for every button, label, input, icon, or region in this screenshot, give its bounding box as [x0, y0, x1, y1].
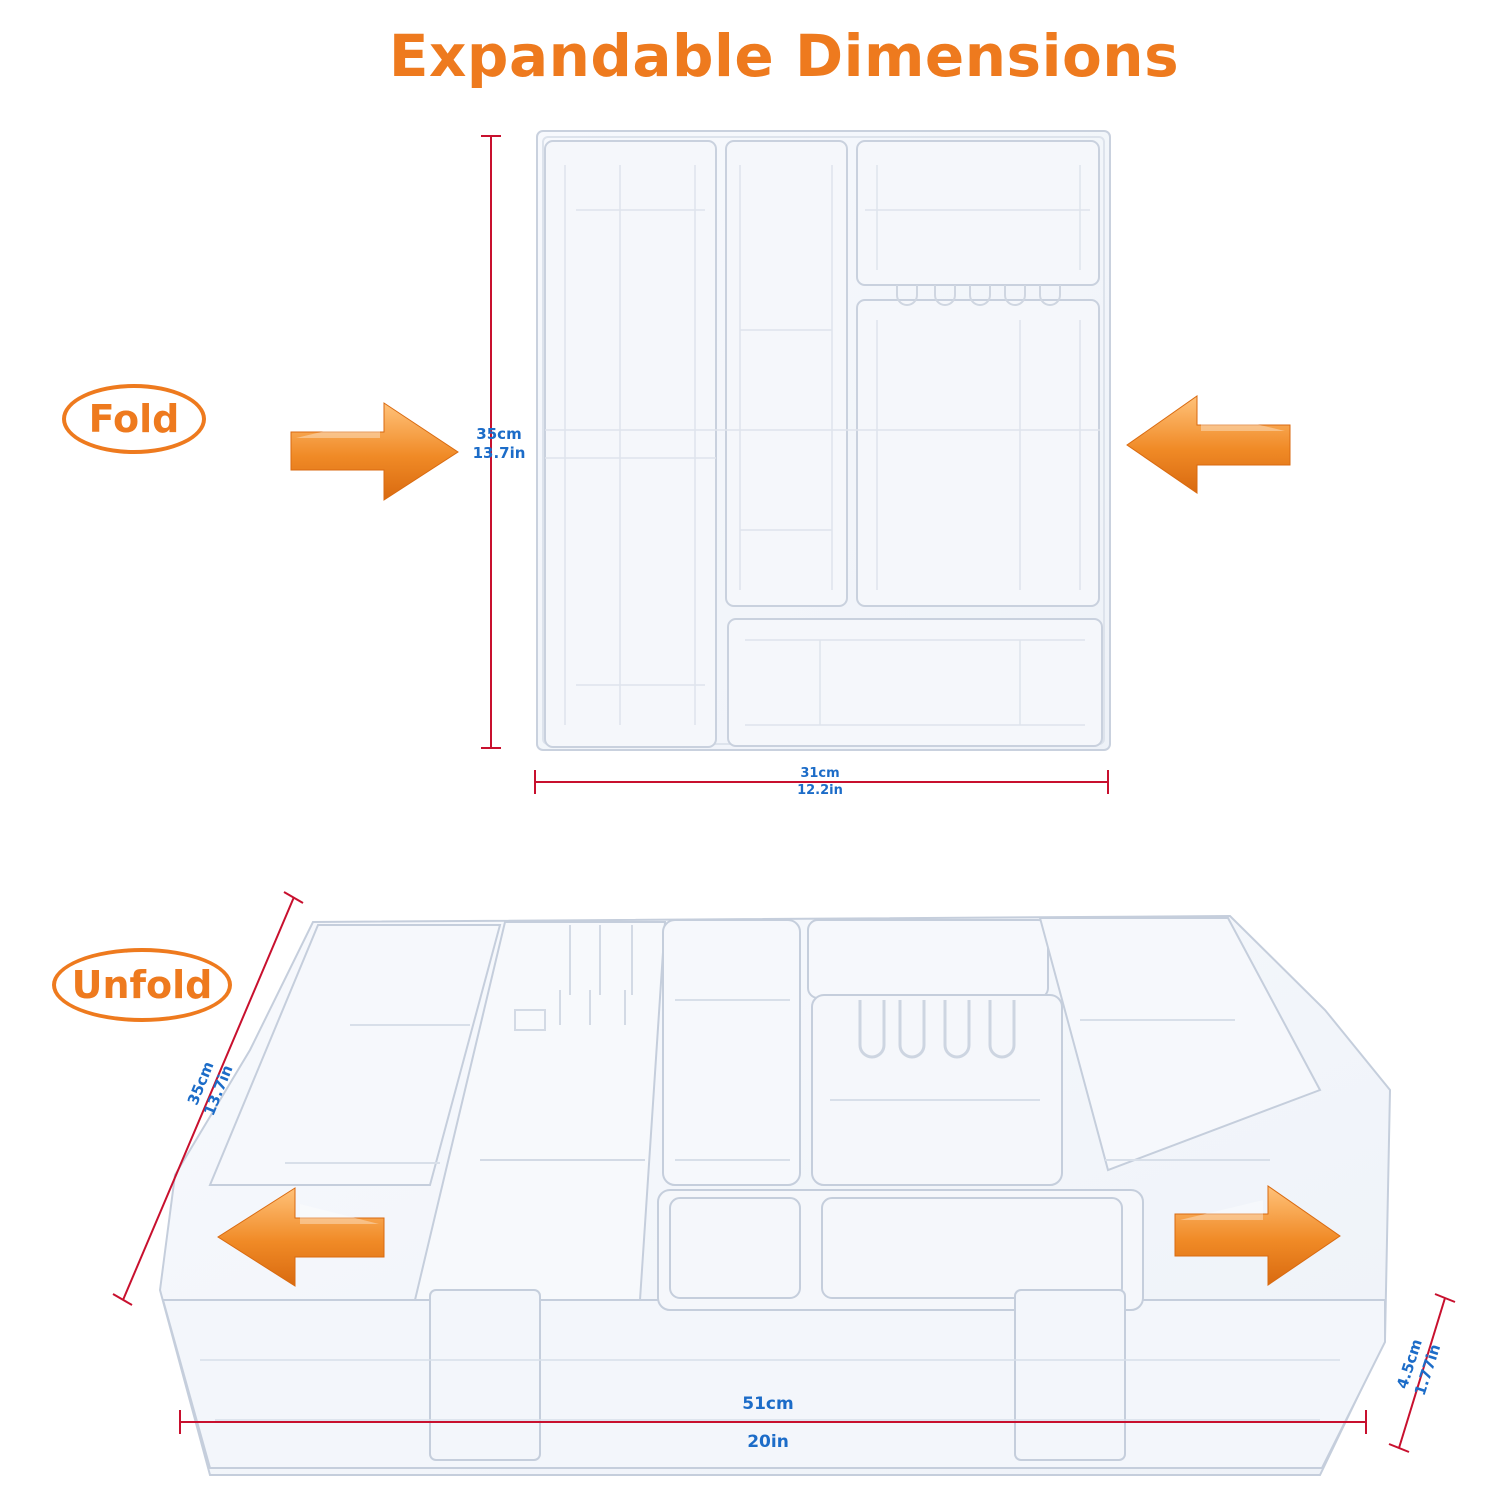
unfold-width-dimension-line: [179, 1410, 1367, 1434]
unfold-width-in: 20in: [747, 1432, 789, 1452]
fold-width-in: 12.2in: [797, 783, 843, 798]
unfold-arrow-right-icon: [1174, 1185, 1341, 1286]
height-dimension-line: [1388, 1293, 1456, 1453]
fold-height-label: 35cm 13.7in: [468, 425, 530, 463]
unfold-depth-dimension-line: [112, 891, 304, 1306]
page-title: Expandable Dimensions: [388, 22, 1180, 90]
fold-height-cm: 35cm: [476, 425, 522, 443]
fold-label: Fold: [62, 384, 206, 454]
fold-width-dimension-line: [534, 770, 1109, 794]
unfold-label: Unfold: [52, 948, 232, 1022]
unfolded-organizer-tray: [158, 914, 1392, 1476]
folded-organizer-tray: [536, 130, 1111, 751]
fold-height-dimension-line: [481, 135, 501, 749]
fold-arrow-right-icon: [290, 402, 459, 501]
fold-width-cm: 31cm: [800, 766, 840, 781]
unfold-width-cm: 51cm: [742, 1394, 794, 1414]
fold-arrow-left-icon: [1126, 395, 1291, 494]
unfold-arrow-left-icon: [217, 1187, 385, 1287]
fold-width-label: 31cm 12.2in: [790, 765, 850, 799]
fold-height-in: 13.7in: [472, 444, 526, 462]
unfold-width-label: 51cm 20in: [738, 1385, 798, 1461]
